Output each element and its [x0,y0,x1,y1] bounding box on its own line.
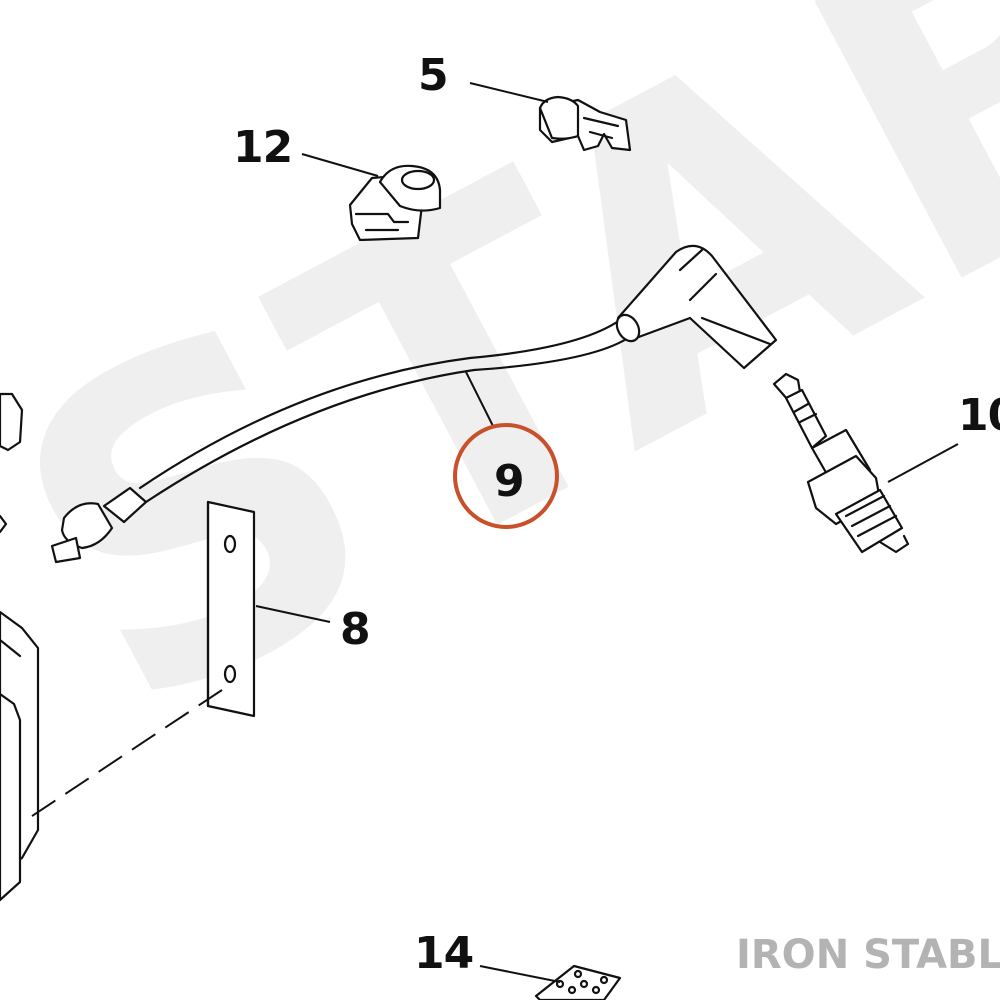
callout-12[interactable]: 12 [233,122,293,173]
leader-line-9 [465,371,495,429]
ignition-coil [0,392,40,902]
bracket-plate-part-8[interactable] [206,500,256,718]
callout-9-highlight [453,423,559,529]
callout-8[interactable]: 8 [340,604,371,655]
leader-line-5 [469,82,549,103]
watermark: STABLE [0,0,1000,810]
clip-part-5[interactable] [538,95,632,152]
svg-text:STABLE: STABLE [0,0,1000,810]
clip-part-12[interactable] [348,164,442,242]
spark-plug-part-10[interactable] [772,372,910,554]
callout-5[interactable]: 5 [418,50,449,101]
leader-line-12 [301,153,379,177]
brand-label: IRON STABLE [736,932,1000,978]
callout-9[interactable]: 9 [494,456,525,507]
leader-line-8 [255,605,331,623]
leader-line-10 [887,443,959,483]
callout-14[interactable]: 14 [414,928,474,979]
callout-10[interactable]: 10 [958,390,1000,441]
leader-line-14 [479,965,561,983]
gasket-part-14[interactable] [534,964,622,1000]
spark-plug-wire-part-9[interactable] [50,244,778,564]
